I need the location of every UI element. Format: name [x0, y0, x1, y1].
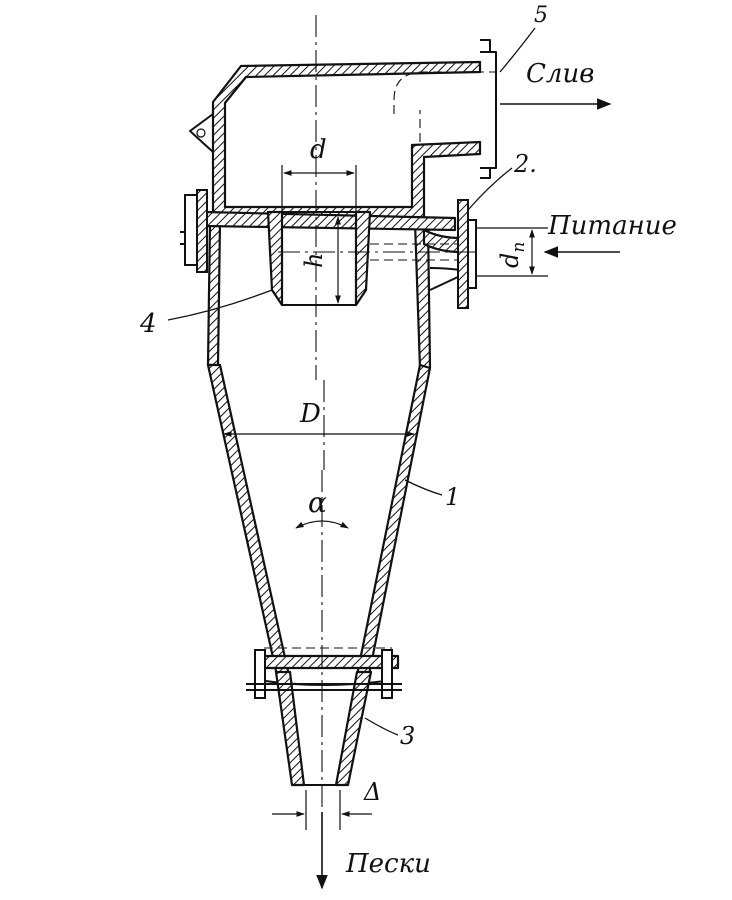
- callout-5: 5: [534, 3, 548, 28]
- callout-4: 4: [139, 309, 157, 339]
- label-dp: dп: [496, 242, 529, 268]
- label-dp-subscript: п: [509, 242, 529, 253]
- leader-2: [467, 167, 513, 211]
- label-feed: Питание: [547, 211, 677, 241]
- center-axes: [278, 15, 480, 820]
- sand-nozzle: [246, 649, 402, 787]
- callout-1: 1: [445, 483, 460, 511]
- callout-2: 2.: [513, 150, 537, 178]
- dimension-delta: [272, 790, 372, 830]
- label-h: h: [300, 253, 328, 268]
- callout-3: 3: [400, 722, 415, 750]
- label-delta: Δ: [363, 778, 381, 806]
- vortex-finder: [266, 210, 372, 307]
- label-d: d: [310, 135, 327, 165]
- label-overflow: Слив: [526, 59, 594, 89]
- label-alpha: α: [308, 486, 327, 519]
- label-sands: Пески: [345, 849, 431, 879]
- leader-1: [404, 479, 443, 496]
- leader-3: [364, 717, 399, 736]
- label-D: D: [299, 399, 321, 429]
- cylinder-section: [180, 189, 457, 370]
- overflow-chamber: [189, 39, 497, 224]
- leader-4: [167, 289, 273, 321]
- dimension-d: [281, 165, 357, 212]
- dimension-alpha: [295, 520, 349, 529]
- leader-5: [499, 27, 536, 73]
- dimension-dp: [476, 227, 548, 277]
